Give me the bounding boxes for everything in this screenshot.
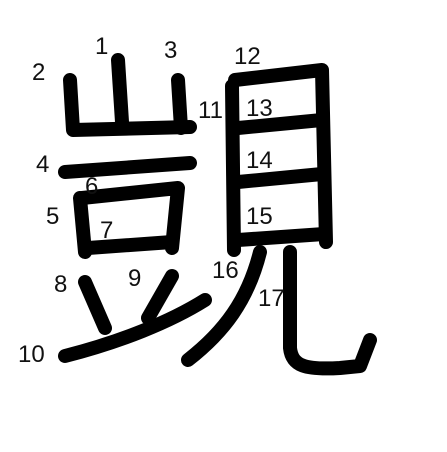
stroke-17 <box>283 245 377 376</box>
stroke-number-9: 9 <box>128 265 141 292</box>
stroke-number-16: 16 <box>212 257 239 284</box>
stroke-8 <box>78 275 112 335</box>
stroke-number-8: 8 <box>54 271 67 298</box>
stroke-number-2: 2 <box>32 59 45 86</box>
stroke-number-17: 17 <box>258 285 285 312</box>
stroke-number-5: 5 <box>46 203 59 230</box>
stroke-11 <box>225 79 241 257</box>
stroke-9 <box>141 269 179 325</box>
stroke-number-3: 3 <box>164 37 177 64</box>
stroke-15 <box>231 227 331 247</box>
stroke-number-13: 13 <box>246 95 273 122</box>
stroke-number-10: 10 <box>18 341 45 368</box>
stroke-number-1: 1 <box>95 33 108 60</box>
stroke-2 <box>63 73 197 137</box>
stroke-number-11: 11 <box>198 97 223 124</box>
stroke-6 <box>75 181 185 255</box>
stroke-3 <box>171 73 188 135</box>
stroke-4 <box>58 156 197 179</box>
stroke-7 <box>81 235 179 255</box>
stroke-number-7: 7 <box>100 217 113 244</box>
stroke-1 <box>111 53 129 129</box>
stroke-12 <box>228 63 333 249</box>
stroke-number-4: 4 <box>36 151 49 178</box>
stroke-13 <box>231 113 329 135</box>
stroke-14 <box>231 167 329 189</box>
stroke-number-12: 12 <box>234 43 261 70</box>
stroke-number-6: 6 <box>85 173 98 200</box>
stroke-10 <box>58 293 212 363</box>
stroke-16 <box>181 245 267 367</box>
stroke-number-15: 15 <box>246 203 273 230</box>
stroke-number-14: 14 <box>246 147 273 174</box>
